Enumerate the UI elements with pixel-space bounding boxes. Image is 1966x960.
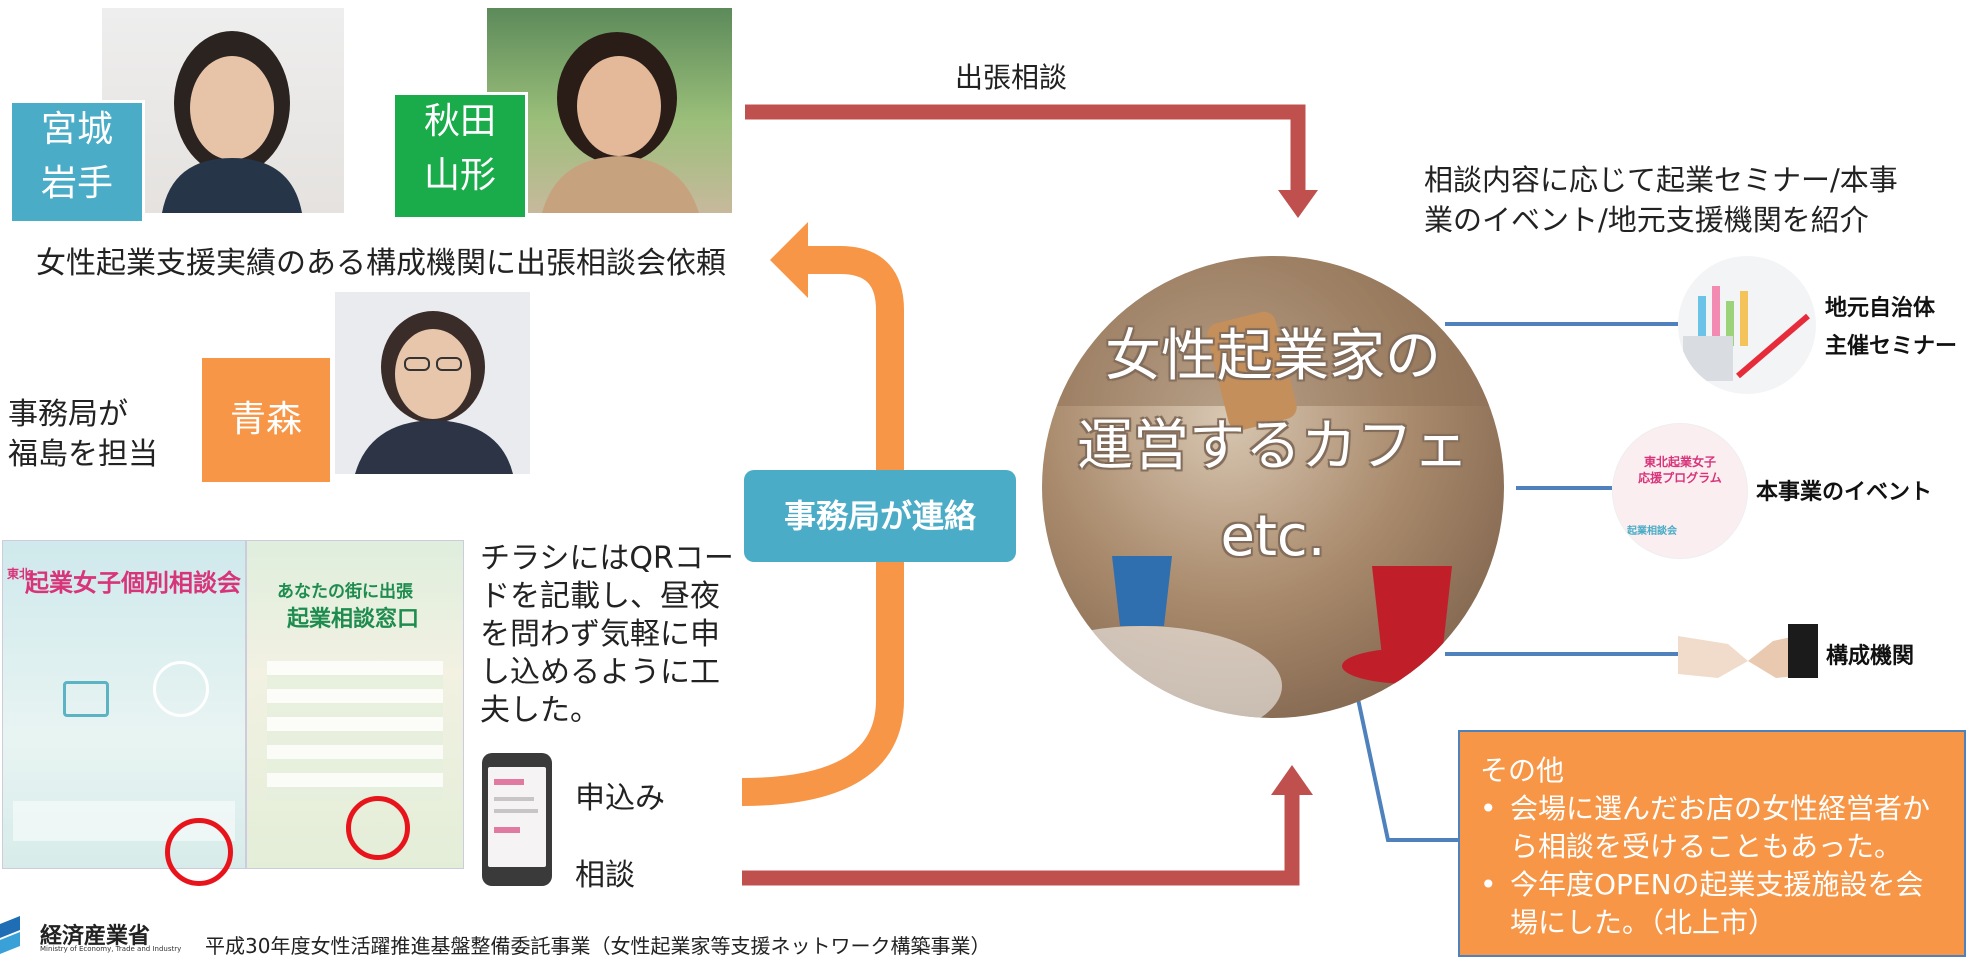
bullet-icon: • (1480, 868, 1497, 901)
photo-miyagi-iwate (102, 8, 344, 213)
other-box: その他 • 会場に選んだお店の女性経営者か ら相談を受けることもあった。 • 今… (1458, 730, 1966, 957)
request-text: 女性起業支援実績のある構成機関に出張相談会依頼 (36, 246, 726, 281)
event-thumb: 東北起業女子 応援プログラム 起業相談会 (1612, 423, 1748, 559)
flyer-right-title: 起業相談窓口 (287, 607, 420, 632)
consult-arrow-line (742, 790, 1300, 886)
connector-other (1352, 679, 1458, 842)
ministry-name-en: Ministry of Economy, Trade and Industry (40, 945, 182, 953)
ministry-name: 経済産業省 (40, 924, 151, 949)
event-thumb-sub: 起業相談会 (1627, 526, 1677, 537)
cafe-text: 女性起業家の 運営するカフェ etc. (1077, 324, 1469, 569)
badge-miyagi-iwate: 宮城 岩手 (9, 100, 145, 224)
badge-yamagata: 山形 (423, 155, 496, 196)
other-item-2: • 今年度OPENの起業支援施設を会 場にした。（北上市） (1480, 868, 1924, 939)
other-item-1: • 会場に選んだお店の女性経営者か ら相談を受けることもあった。 (1480, 792, 1931, 863)
contact-arrow-head (770, 222, 808, 298)
flyer-left-prefix: 東北 (7, 567, 32, 581)
badge-aomori: 青森 (202, 358, 330, 482)
qr-highlight-left (165, 818, 233, 886)
cafe-circle: 女性起業家の 運営するカフェ etc. (1042, 256, 1504, 718)
qr-highlight-right (346, 796, 410, 860)
contact-label: 事務局が連絡 (783, 497, 976, 535)
handshake-icon (1678, 616, 1818, 696)
consult-arrow-head (1271, 765, 1313, 795)
org-label: 構成機関 (1826, 644, 1915, 669)
seminar-label: 地元自治体 主催セミナー (1825, 296, 1958, 359)
photo-akita-yamagata (487, 8, 732, 213)
phone-icon (482, 753, 552, 886)
badge-iwate: 岩手 (40, 163, 113, 204)
outreach-arrow-head (1278, 190, 1318, 218)
seminar-thumb (1678, 256, 1816, 394)
badge-akita-yamagata: 秋田 山形 (392, 92, 528, 220)
badge-akita: 秋田 (423, 101, 496, 142)
outreach-arrow-line (745, 104, 1306, 195)
flyer-note: チラシにはQRコー ドを記載し、昼夜 を問わず気軽に申 し込めるように工 夫した… (480, 541, 734, 728)
contact-arrow-line (741, 246, 904, 806)
contact-label-box: 事務局が連絡 (744, 470, 1016, 562)
bullet-icon: • (1480, 792, 1497, 825)
apply-label: 申込み (575, 781, 665, 816)
other-heading: その他 (1480, 754, 1565, 787)
introduce-text: 相談内容に応じて起業セミナー/本事 業のイベント/地元支援機関を紹介 (1424, 163, 1898, 237)
project-name: 平成30年度女性活躍推進基盤整備委託事業（女性起業家等支援ネットワーク構築事業） (205, 934, 991, 958)
photo-aomori (335, 292, 530, 474)
event-label: 本事業のイベント (1756, 480, 1933, 505)
consult-label: 相談 (575, 858, 635, 893)
outreach-label: 出張相談 (955, 61, 1068, 94)
badge-miyagi: 宮城 (40, 109, 113, 150)
meti-logo-icon (0, 916, 34, 956)
event-thumb-title: 東北起業女子 応援プログラム (1638, 455, 1722, 485)
secretariat-note: 事務局が 福島を担当 (8, 397, 158, 472)
flyer-left-title: 起業女子個別相談会 (25, 569, 241, 597)
flyer-right-headline: あなたの街に出張 (277, 582, 413, 602)
